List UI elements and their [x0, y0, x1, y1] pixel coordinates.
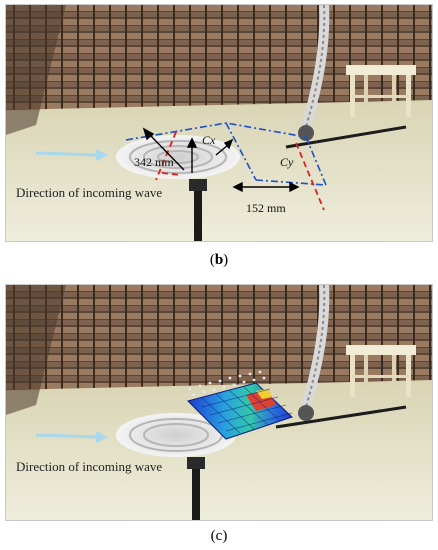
dimension-342-label: 342 mm: [134, 155, 174, 169]
spiral-sample: [116, 413, 236, 457]
microphone-boom: [275, 405, 407, 429]
photo-panel-b: Direction of incoming wave 342 mm 152 mm…: [5, 4, 433, 242]
anechoic-chamber-photo-c: [6, 285, 432, 520]
dimension-arrows: [142, 127, 300, 193]
dimension-152-label: 152 mm: [246, 201, 286, 215]
microphone-boom: [285, 125, 407, 149]
measurement-grid: [125, 122, 327, 211]
caption-b: (b): [209, 252, 229, 268]
caption-c: (c): [210, 528, 228, 544]
direction-of-incoming-wave-label: Direction of incoming wave: [16, 185, 163, 200]
axis-cx-label: Cx: [202, 133, 216, 147]
spiral-sample: [116, 135, 240, 179]
tripod-pole: [194, 179, 202, 241]
anechoic-chamber-photo-b: [6, 5, 432, 241]
tripod-pole: [192, 457, 200, 520]
direction-of-incoming-wave-label: Direction of incoming wave: [16, 459, 163, 474]
incoming-wave-arrow: [35, 149, 108, 161]
wooden-stand: [346, 65, 416, 117]
incoming-wave-arrow: [35, 431, 108, 443]
axis-cy-label: Cy: [280, 155, 294, 169]
caption-c-letter: c: [215, 528, 223, 544]
cable-arm: [301, 5, 330, 129]
cable-arm: [301, 285, 330, 409]
photo-panel-c: Direction of incoming wave: [5, 284, 433, 521]
pressure-field-overlay: [187, 370, 293, 440]
caption-b-letter: b: [214, 252, 224, 268]
wooden-stand: [346, 345, 416, 397]
